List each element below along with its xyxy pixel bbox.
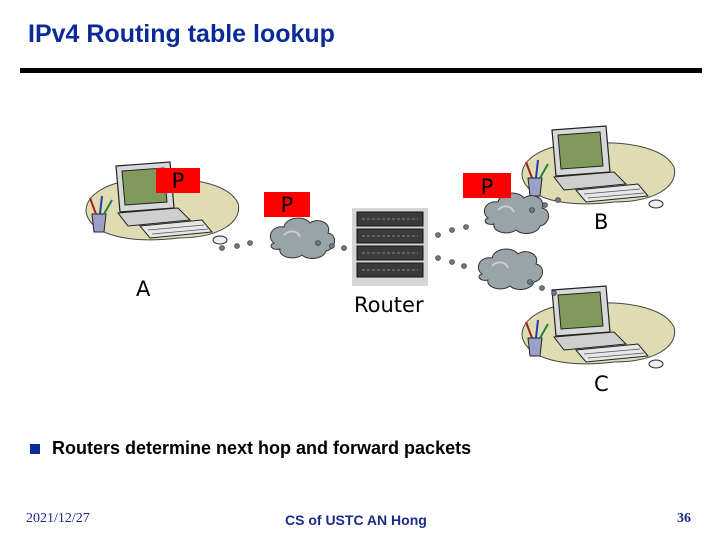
svg-text:P: P bbox=[481, 175, 494, 199]
packet-box-3: P bbox=[463, 173, 511, 199]
host-b-computer-icon bbox=[521, 125, 676, 209]
host-c-computer-icon bbox=[521, 285, 676, 369]
svg-text:P: P bbox=[281, 193, 294, 217]
footer-date: 2021/12/27 bbox=[26, 511, 90, 526]
cloud-left-icon bbox=[269, 217, 336, 260]
footer-page-number: 36 bbox=[677, 511, 691, 526]
router-label: Router bbox=[354, 293, 424, 317]
packet-box-1: P bbox=[156, 168, 200, 193]
bullet-item: Routers determine next hop and forward p… bbox=[30, 438, 471, 459]
host-a-label: A bbox=[136, 277, 151, 301]
bullet-square-icon bbox=[30, 443, 40, 454]
host-b-label: B bbox=[594, 210, 608, 234]
svg-text:P: P bbox=[172, 169, 185, 193]
cloud-top-right-icon bbox=[483, 192, 550, 235]
bullet-text: Routers determine next hop and forward p… bbox=[52, 438, 472, 458]
router-icon bbox=[352, 208, 428, 286]
title-divider bbox=[20, 68, 702, 73]
packet-box-2: P bbox=[264, 192, 310, 217]
cloud-bottom-right-icon bbox=[477, 248, 544, 291]
footer-author: CS of USTC AN Hong bbox=[285, 512, 427, 528]
slide-title: IPv4 Routing table lookup bbox=[28, 20, 335, 48]
host-c-label: C bbox=[594, 372, 609, 396]
dotted-links bbox=[219, 197, 561, 296]
